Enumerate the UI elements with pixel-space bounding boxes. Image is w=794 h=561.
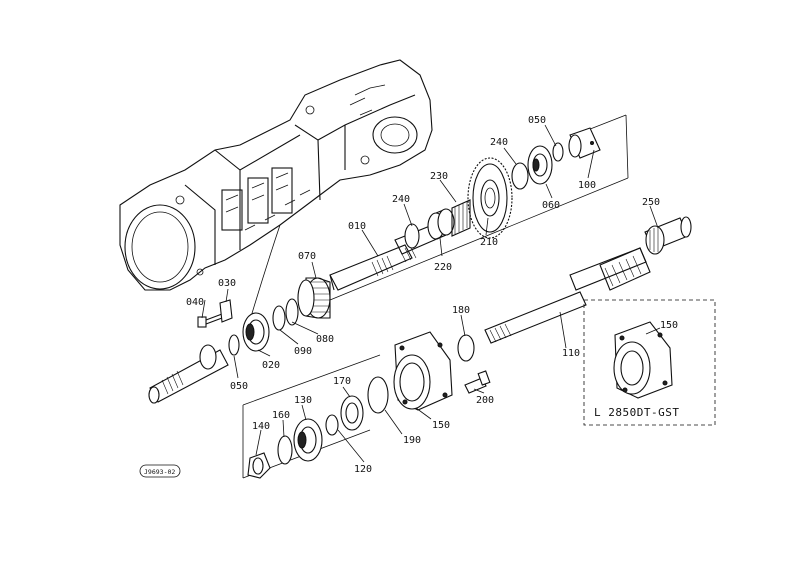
label-140: 140 — [252, 421, 270, 432]
circlip-050-upper — [552, 142, 564, 162]
washer-240-upper — [511, 162, 529, 190]
label-080: 080 — [316, 334, 334, 345]
label-180: 180 — [452, 305, 470, 316]
washer-090 — [272, 305, 286, 331]
housing-150 — [393, 331, 453, 411]
bearing-230 — [451, 199, 471, 237]
label-130: 130 — [294, 395, 312, 406]
label-050-upper: 050 — [528, 115, 546, 126]
drawing-code-stamp: J9693-02 — [139, 464, 181, 478]
drawing-code: J9693-02 — [144, 468, 175, 476]
label-240-lower: 240 — [392, 194, 410, 205]
label-170: 170 — [333, 376, 351, 387]
leader-lines — [201, 124, 661, 463]
label-040: 040 — [186, 297, 204, 308]
label-090: 090 — [294, 346, 312, 357]
part-labels: 010 020 030 040 050 050 060 070 080 090 … — [186, 115, 678, 475]
gear-210 — [467, 157, 513, 239]
bolt-040 — [197, 313, 223, 328]
inset-variant-box: L 2850DT-GST — [583, 299, 716, 426]
label-160: 160 — [272, 410, 290, 421]
collar-100 — [568, 127, 601, 159]
label-190: 190 — [403, 435, 421, 446]
washer-120 — [325, 414, 339, 436]
label-250: 250 — [642, 197, 660, 208]
label-100: 100 — [578, 180, 596, 191]
inset-housing-150 — [613, 321, 673, 399]
label-070: 070 — [298, 251, 316, 262]
inset-model-label: L 2850DT-GST — [594, 406, 679, 419]
label-240-upper: 240 — [490, 137, 508, 148]
label-010: 010 — [348, 221, 366, 232]
circlip-160 — [277, 435, 293, 465]
label-230: 230 — [430, 171, 448, 182]
label-150: 150 — [432, 420, 450, 431]
washer-240-lower — [404, 223, 420, 249]
circlip-050 — [228, 334, 240, 356]
label-050-lower: 050 — [230, 381, 248, 392]
label-030: 030 — [218, 278, 236, 289]
needle-bearing-220 — [427, 208, 455, 240]
washer-080 — [285, 298, 299, 326]
label-220: 220 — [434, 262, 452, 273]
bearing-020 — [242, 312, 270, 352]
bearing-060 — [527, 145, 553, 185]
label-150-inset: 150 — [660, 320, 678, 331]
o-ring-190 — [367, 376, 389, 414]
label-200: 200 — [476, 395, 494, 406]
bracket-030 — [219, 299, 233, 323]
seal-180 — [457, 334, 475, 362]
label-210: 210 — [480, 237, 498, 248]
label-110: 110 — [562, 348, 580, 359]
nut-140 — [247, 452, 271, 479]
gear-070 — [297, 277, 331, 319]
bearing-170 — [340, 395, 364, 431]
bolt-200 — [464, 370, 491, 394]
needle-bearing-250 — [645, 225, 665, 255]
label-060: 060 — [542, 200, 560, 211]
transmission-case — [119, 59, 433, 321]
bearing-130 — [293, 418, 323, 462]
label-120: 120 — [354, 464, 372, 475]
stub-shaft — [148, 344, 229, 404]
label-020: 020 — [262, 360, 280, 371]
